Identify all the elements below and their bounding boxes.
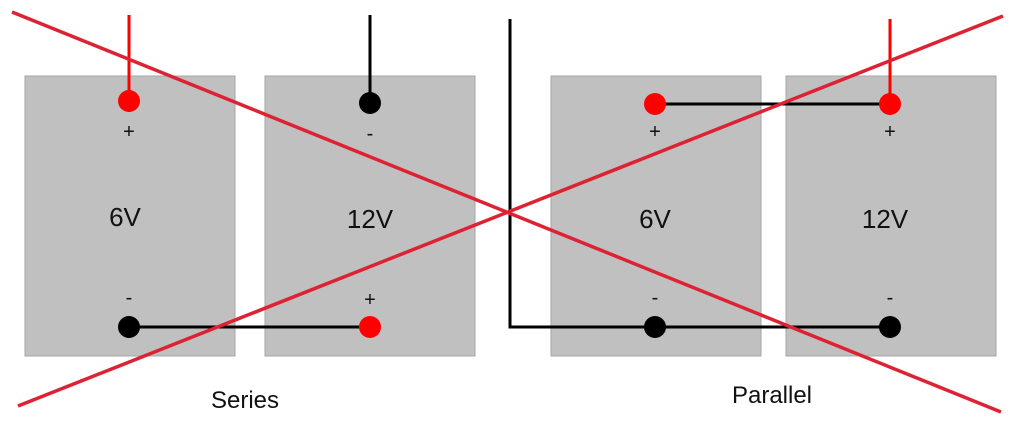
parallel-battery-6v [550,75,762,357]
parallel-caption: Parallel [732,382,812,409]
parallel-12v-label: 12V [862,204,909,234]
series-12v-top-sign: - [367,123,374,145]
parallel-6v-negative-terminal [644,316,666,338]
parallel-12v-bottom-sign: - [887,287,894,309]
series-6v-top-sign: + [123,121,135,143]
series-6v-positive-terminal [118,90,140,112]
parallel-12v-top-sign: + [884,121,896,143]
series-battery-12v [264,75,476,357]
parallel-12v-positive-terminal [879,93,901,115]
series-12v-positive-terminal [359,316,381,338]
series-battery-6v [24,75,236,357]
series-12v-label: 12V [347,204,394,234]
series-6v-negative-terminal [118,316,140,338]
series-6v-bottom-sign: - [126,287,133,309]
parallel-6v-top-sign: + [649,121,661,143]
parallel-6v-positive-terminal [644,93,666,115]
series-12v-bottom-sign: + [364,289,376,311]
series-12v-negative-terminal [359,92,381,114]
series-6v-label: 6V [109,202,141,232]
parallel-12v-negative-terminal [879,316,901,338]
parallel-6v-bottom-sign: - [652,287,659,309]
series-caption: Series [211,387,279,414]
parallel-battery-12v [785,75,997,357]
parallel-negative-lead [508,19,890,329]
parallel-6v-label: 6V [639,204,671,234]
cross-out-line-2 [17,14,1004,408]
